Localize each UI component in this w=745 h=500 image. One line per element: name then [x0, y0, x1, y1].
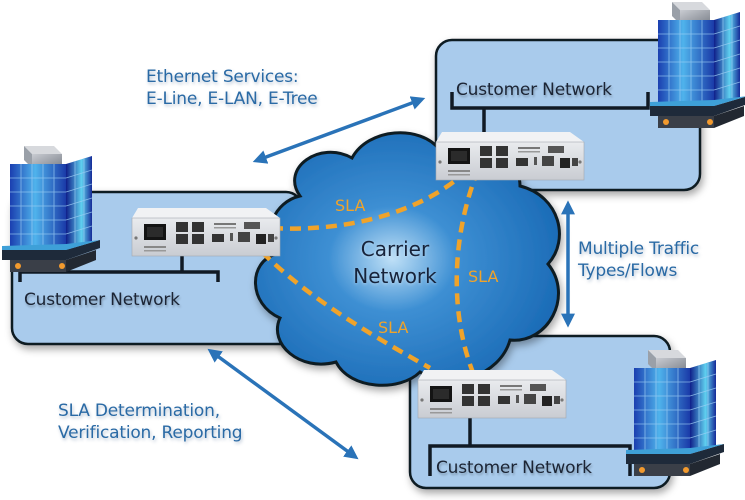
sla-label: SLA [378, 318, 409, 337]
ethernet-services-arrow [252, 96, 426, 164]
sla-label: SLA [335, 196, 366, 215]
sla-reporting-line1: SLA Determination, [58, 401, 220, 421]
traffic-flows-label: Multiple Traffic Types/Flows [578, 238, 699, 282]
office-building-icon [1, 145, 101, 273]
sla-path-top-bottom [454, 169, 481, 381]
traffic-line2: Types/Flows [578, 261, 678, 281]
network-device-icon [131, 207, 281, 257]
carrier-network-line2: Network [353, 264, 437, 288]
customer-network-label-left: Customer Network [24, 290, 180, 310]
sla-path-left-bottom [260, 250, 432, 370]
network-device-icon [435, 131, 585, 181]
sla-reporting-line2: Verification, Reporting [58, 423, 243, 443]
office-building-icon [649, 1, 745, 129]
sla-reporting-arrow [207, 348, 359, 460]
sla-label: SLA [468, 267, 499, 286]
sla-reporting-label: SLA Determination, Verification, Reporti… [58, 400, 243, 444]
ethernet-services-line1: Ethernet Services: [146, 67, 299, 87]
network-device-icon [417, 369, 567, 419]
ethernet-services-line2: E-Line, E-LAN, E-Tree [146, 89, 318, 109]
traffic-line1: Multiple Traffic [578, 239, 700, 259]
customer-network-label-bottom-right: Customer Network [436, 458, 592, 478]
carrier-network-label: Carrier Network [330, 236, 460, 290]
office-building-icon [625, 349, 725, 477]
customer-network-label-top-right: Customer Network [456, 80, 612, 100]
ethernet-services-label: Ethernet Services: E-Line, E-LAN, E-Tree [146, 66, 318, 110]
carrier-network-line1: Carrier [360, 237, 430, 261]
sla-path-left-top [271, 166, 472, 231]
